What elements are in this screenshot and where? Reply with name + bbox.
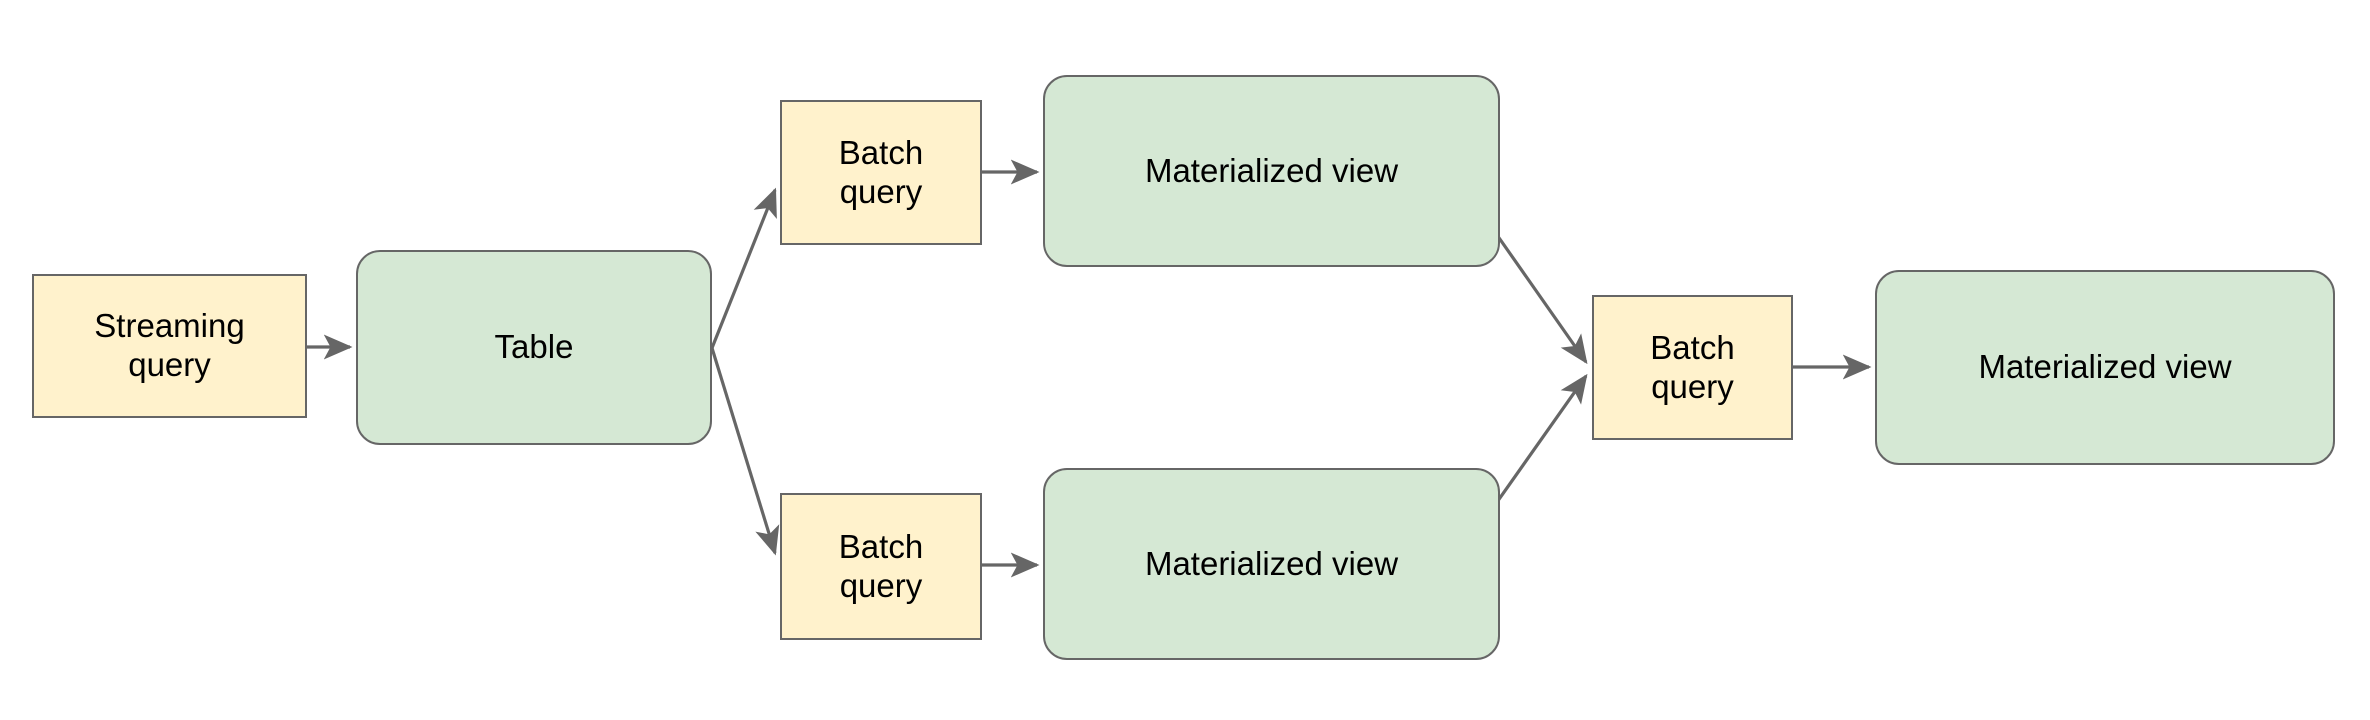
node-label: Streaming query: [94, 307, 245, 383]
node-materialized-view-right[interactable]: Materialized view: [1875, 270, 2335, 465]
node-batch-query-top[interactable]: Batch query: [780, 100, 982, 245]
node-materialized-view-bottom[interactable]: Materialized view: [1043, 468, 1500, 660]
node-batch-query-center[interactable]: Batch query: [1592, 295, 1793, 440]
node-label: Batch query: [838, 133, 924, 210]
edge-table-to-batch-top: [710, 187, 777, 349]
node-label: Materialized view: [1978, 348, 2232, 386]
node-materialized-view-top[interactable]: Materialized view: [1043, 75, 1500, 267]
node-label: Batch query: [1650, 328, 1735, 405]
node-batch-query-bottom[interactable]: Batch query: [780, 493, 982, 640]
node-label: Materialized view: [1144, 544, 1399, 582]
edge-table-to-batch-bottom: [710, 347, 780, 556]
node-label: Batch query: [838, 527, 924, 604]
node-label: Table: [494, 328, 574, 366]
node-table[interactable]: Table: [356, 250, 712, 445]
edge-view-bottom-to-batch-center: [1488, 373, 1588, 513]
node-streaming-query[interactable]: Streaming query: [32, 274, 307, 418]
edge-view-top-to-batch-center: [1488, 224, 1588, 365]
node-label: Materialized view: [1144, 151, 1399, 189]
